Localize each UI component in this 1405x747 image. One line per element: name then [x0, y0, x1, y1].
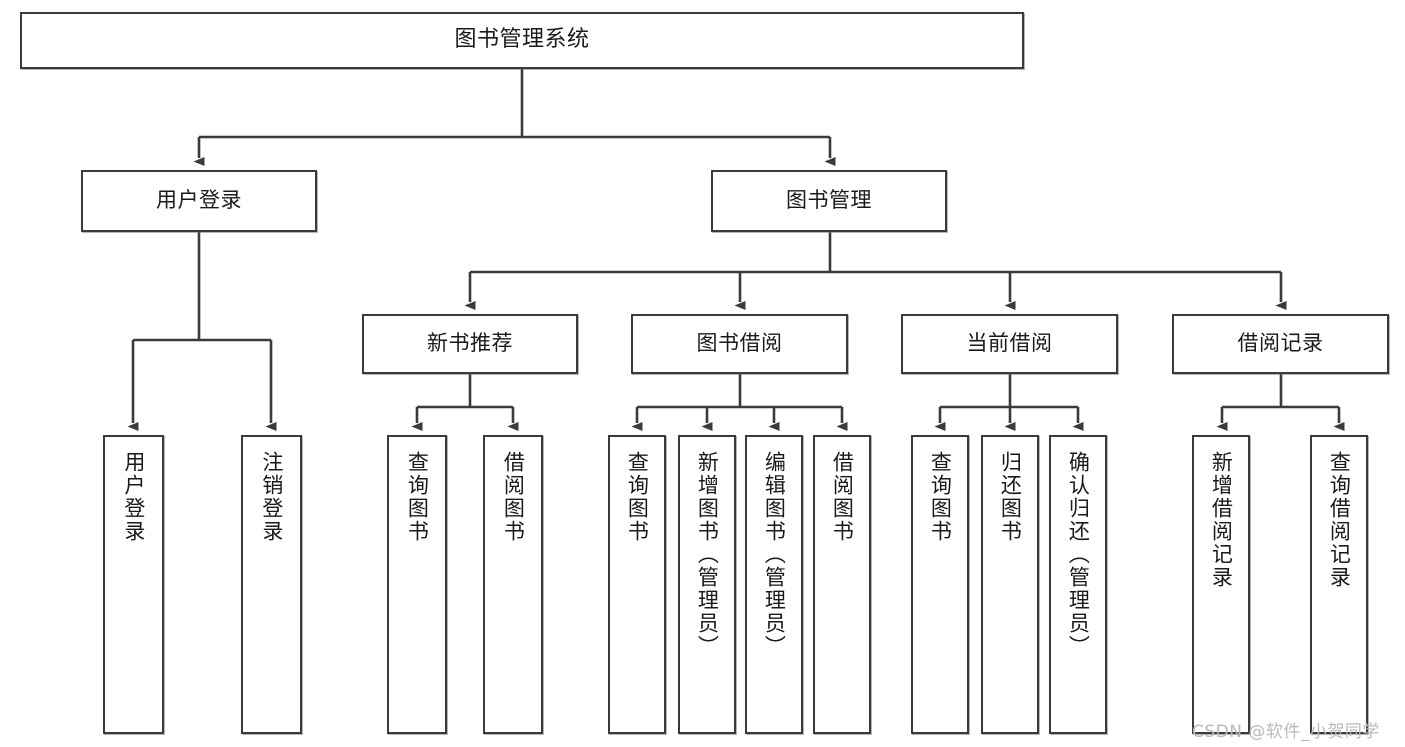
node-current-borrow-label: 当前借阅 [966, 331, 1053, 356]
node-leaf-edit-book-label: 编辑图书（管理员） [762, 451, 787, 658]
node-leaf-borrow-book-1-label: 借阅图书 [501, 451, 526, 543]
node-leaf-add-book[interactable]: 新增图书（管理员） [678, 435, 736, 734]
node-leaf-query-book-2[interactable]: 查询图书 [608, 435, 666, 734]
node-leaf-query-book-2-label: 查询图书 [625, 451, 650, 543]
node-leaf-query-book-1[interactable]: 查询图书 [387, 435, 447, 734]
node-new-book-recommend-label: 新书推荐 [427, 331, 513, 356]
node-root-label: 图书管理系统 [454, 27, 590, 53]
node-leaf-query-book-1-label: 查询图书 [405, 451, 430, 543]
node-root[interactable]: 图书管理系统 [20, 12, 1024, 69]
node-user-login[interactable]: 用户登录 [81, 170, 317, 232]
node-leaf-return-book-label: 归还图书 [998, 451, 1023, 543]
node-borrow-record[interactable]: 借阅记录 [1172, 314, 1389, 374]
node-book-manage-label: 图书管理 [786, 188, 872, 213]
node-leaf-add-record[interactable]: 新增借阅记录 [1192, 435, 1250, 734]
node-book-borrow[interactable]: 图书借阅 [631, 314, 848, 374]
node-new-book-recommend[interactable]: 新书推荐 [362, 314, 578, 374]
node-leaf-query-book-3-label: 查询图书 [928, 451, 953, 543]
node-leaf-confirm-return[interactable]: 确认归还（管理员） [1049, 435, 1107, 734]
node-book-borrow-label: 图书借阅 [696, 331, 783, 356]
node-leaf-query-book-3[interactable]: 查询图书 [911, 435, 969, 734]
node-leaf-add-book-label: 新增图书（管理员） [695, 451, 720, 658]
node-leaf-logout-label: 注销登录 [259, 451, 284, 543]
node-current-borrow[interactable]: 当前借阅 [901, 314, 1118, 374]
node-leaf-user-login-label: 用户登录 [121, 451, 146, 543]
node-leaf-return-book[interactable]: 归还图书 [981, 435, 1039, 734]
csdn-watermark: CSDN @软件_小贺同学 [1192, 722, 1380, 742]
node-leaf-query-record[interactable]: 查询借阅记录 [1310, 435, 1368, 734]
node-borrow-record-label: 借阅记录 [1237, 331, 1324, 356]
node-leaf-edit-book[interactable]: 编辑图书（管理员） [745, 435, 803, 734]
node-leaf-confirm-return-label: 确认归还（管理员） [1066, 451, 1091, 658]
node-leaf-query-record-label: 查询借阅记录 [1327, 451, 1352, 589]
node-user-login-label: 用户登录 [156, 188, 242, 213]
node-leaf-borrow-book-2[interactable]: 借阅图书 [813, 435, 871, 734]
node-leaf-user-login[interactable]: 用户登录 [103, 435, 164, 734]
node-leaf-logout[interactable]: 注销登录 [241, 435, 302, 734]
node-book-manage[interactable]: 图书管理 [711, 170, 947, 232]
node-leaf-borrow-book-2-label: 借阅图书 [830, 451, 855, 543]
node-leaf-add-record-label: 新增借阅记录 [1209, 451, 1234, 589]
node-leaf-borrow-book-1[interactable]: 借阅图书 [483, 435, 543, 734]
